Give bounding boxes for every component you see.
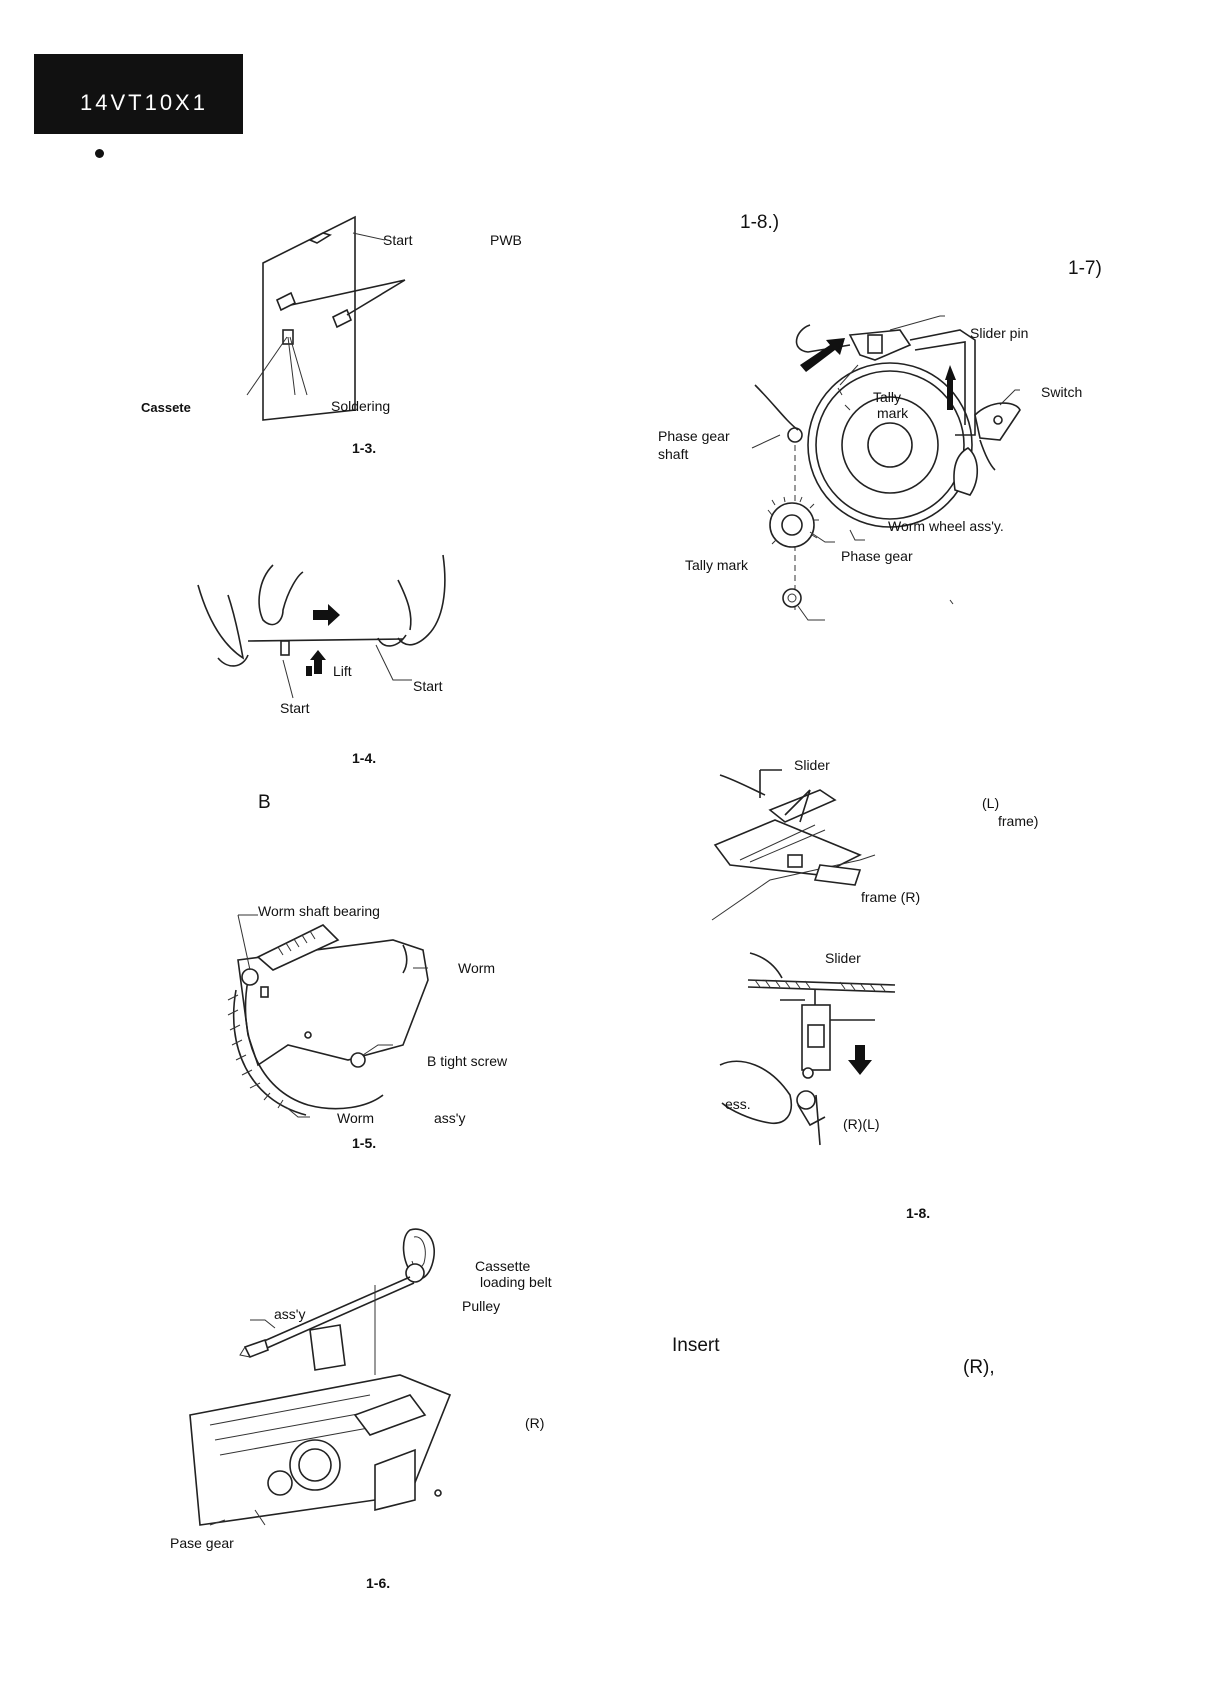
text-r: (R),: [963, 1357, 995, 1378]
ref-1-7: 1-7): [1068, 258, 1102, 279]
fig18-frame-label: frame): [998, 813, 1039, 829]
fig16-r-label: (R): [525, 1415, 545, 1431]
fig15-caption: 1-5.: [352, 1135, 377, 1151]
fig17-tally-label-2: mark: [877, 405, 909, 421]
fig13-pwb-label: PWB: [490, 232, 522, 248]
ref-1-8: 1-8.): [740, 212, 780, 233]
fig18-frame-r-label: frame (R): [861, 889, 921, 905]
figure-1-3-drawing: [246, 215, 406, 421]
fig13-start-label: Start: [383, 232, 413, 248]
fig16-pase-gear-label: Pase gear: [170, 1535, 234, 1551]
figure-1-7-drawing: [751, 315, 1021, 621]
fig16-caption: 1-6.: [366, 1575, 391, 1591]
figure-1-8-bottom-drawing: [719, 952, 896, 1146]
fig17-phase-gear-label: Phase gear: [841, 548, 913, 564]
fig15-worm-shaft-bearing-label: Worm shaft bearing: [258, 903, 380, 919]
fig18-l-label: (L): [982, 795, 1000, 811]
fig18-ess-label: ess.: [725, 1096, 751, 1112]
fig16-assy-label: ass'y: [274, 1306, 306, 1322]
fig18-slider-mid-label: Slider: [825, 950, 861, 966]
fig14-caption: 1-4.: [352, 750, 377, 766]
fig14-lift-label: Lift: [333, 663, 352, 679]
figure-1-5-drawing: [227, 914, 429, 1118]
fig17-tally-mark-bottom-label: Tally mark: [685, 557, 749, 573]
fig17-switch-label: Switch: [1041, 384, 1083, 400]
model-number: 14VT10X1: [80, 90, 208, 115]
model-banner: 14VT10X1: [34, 54, 243, 134]
fig17-tally-label-1: Tally: [873, 389, 902, 405]
fig17-phase-gear-shaft-label-2: shaft: [658, 446, 689, 462]
fig16-loading-belt-label: loading belt: [480, 1274, 552, 1290]
fig15-worm-label: Worm: [458, 960, 496, 976]
fig17-worm-wheel-assy-label: Worm wheel ass'y.: [888, 518, 1004, 534]
fig14-start-right-label: Start: [413, 678, 443, 694]
fig17-slider-pin-label: Slider pin: [970, 325, 1029, 341]
fig18-caption: 1-8.: [906, 1205, 931, 1221]
figure-1-6-drawing: [189, 1228, 452, 1526]
fig13-caption: 1-3.: [352, 440, 377, 456]
fig14-start-bottom-label: Start: [280, 700, 310, 716]
text-b: B: [258, 792, 271, 813]
figure-1-8-top-drawing: [711, 769, 876, 921]
fig15-worm-bottom-label: Worm: [337, 1110, 375, 1126]
fig18-slider-top-label: Slider: [794, 757, 830, 773]
fig13-cassete-label: Cassete: [141, 400, 191, 415]
fig15-b-tight-screw-label: B tight screw: [427, 1053, 508, 1069]
fig17-phase-gear-shaft-label-1: Phase gear: [658, 428, 730, 444]
figure-1-4-drawing: [197, 554, 446, 699]
text-insert: Insert: [672, 1335, 720, 1356]
fig13-soldering-label: Soldering: [331, 398, 391, 414]
fig18-rl-label: (R)(L): [843, 1116, 880, 1132]
fig15-assy-label: ass'y: [434, 1110, 466, 1126]
bullet-point: [95, 149, 104, 158]
fig16-pulley-label: Pulley: [462, 1298, 501, 1314]
fig16-cassette-label-1: Cassette: [475, 1258, 531, 1274]
